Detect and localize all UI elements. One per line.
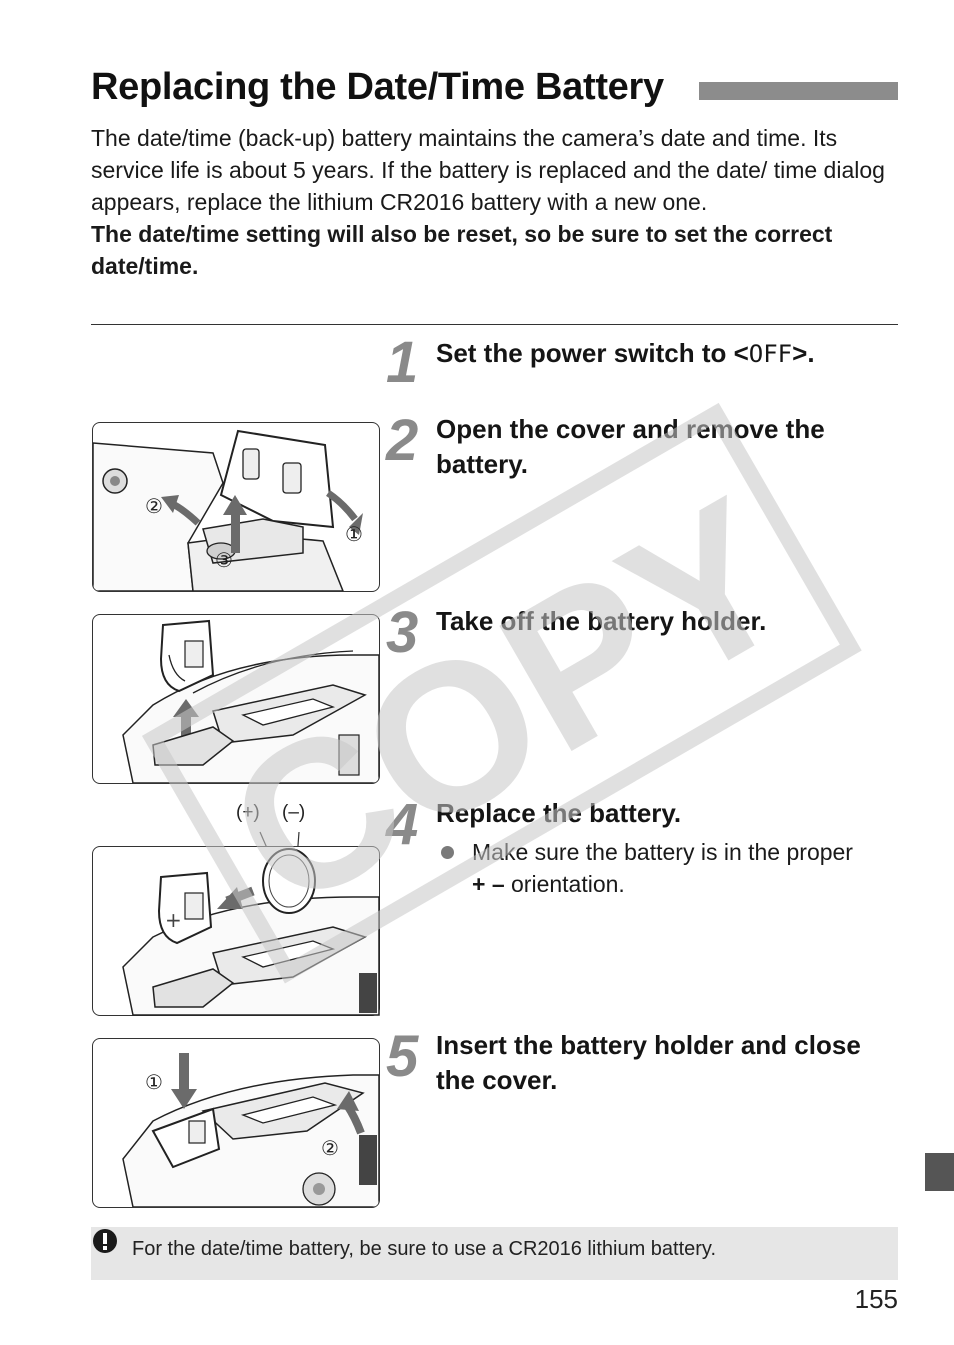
battery-replacement-illustration: + (122, 848, 380, 1016)
caution-note-text: For the date/time battery, be sure to us… (132, 1238, 716, 1260)
step-5-number: 5 (386, 1024, 419, 1089)
fig2-callout-1: ① (345, 522, 363, 546)
step-1-text: Set the power switch to <OFF>. (436, 336, 815, 372)
step-2-figure: ② ① ③ (92, 422, 380, 592)
step-5-text: Insert the battery holder and close the … (436, 1030, 861, 1095)
step-4-number: 4 (386, 792, 419, 857)
caution-icon (93, 1229, 117, 1253)
intro-section: The date/time (back-up) battery maintain… (91, 122, 899, 282)
step-3-number: 3 (386, 600, 419, 665)
fig4-minus-label: (–) (282, 802, 306, 823)
svg-text:+: + (165, 908, 182, 932)
camera-open-cover-illustration: ② ① ③ (93, 429, 363, 591)
page-number: 155 (854, 1284, 898, 1314)
fig5-callout-1: ① (145, 1070, 163, 1094)
step-2-number: 2 (386, 408, 419, 473)
fig5-callout-2: ② (321, 1136, 339, 1160)
title-row: Replacing the Date/Time Battery (91, 62, 899, 112)
intro-paragraph: The date/time (back-up) battery maintain… (91, 125, 885, 215)
step-1-number: 1 (386, 330, 419, 395)
page-title: Replacing the Date/Time Battery (91, 66, 664, 108)
step-2-text: Open the cover and remove the battery. (436, 414, 825, 479)
title-bar (699, 82, 898, 100)
polarity-symbols: + – (472, 871, 505, 897)
bullet-dot-icon (441, 846, 454, 859)
fig2-callout-2: ② (145, 494, 163, 518)
insert-holder-close-cover-illustration: ① ② (122, 1053, 379, 1207)
power-switch-off-label: OFF (748, 340, 793, 368)
step-4-text: Replace the battery. (436, 798, 682, 828)
caution-note: For the date/time battery, be sure to us… (91, 1227, 898, 1280)
step-5-figure: ① ② (92, 1038, 380, 1208)
step-3-text: Take off the battery holder. (436, 606, 767, 636)
battery-holder-removal-illustration (122, 619, 379, 783)
bullet-line-2: orientation. (511, 871, 625, 897)
section-divider (91, 324, 898, 325)
fig4-plus-label: (+) (236, 802, 260, 823)
step-1-text-after: >. (792, 338, 815, 368)
intro-warning: The date/time setting will also be reset… (91, 221, 833, 279)
step-1-text-before: Set the power switch to < (436, 338, 749, 368)
bullet-line-1: Make sure the battery is in the proper (472, 839, 853, 865)
step-3-figure (92, 614, 380, 784)
chapter-side-tab (925, 1153, 954, 1191)
fig2-callout-3: ③ (215, 548, 233, 572)
step-4-figure: + (92, 846, 380, 1016)
step-4-bullet-text: Make sure the battery is in the proper +… (472, 836, 902, 900)
